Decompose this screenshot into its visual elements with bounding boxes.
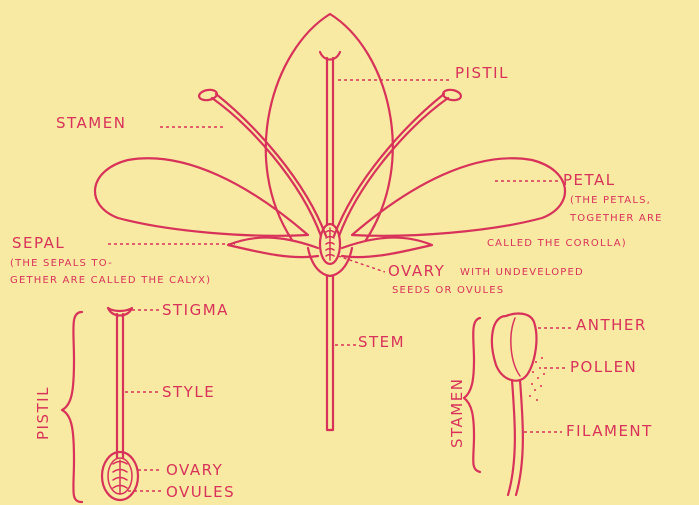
stamen-detail-filament	[508, 380, 523, 495]
label-stamen-side: STAMEN	[448, 378, 466, 448]
flower-style	[327, 58, 333, 224]
label-ovary-main: OVARY	[388, 262, 445, 280]
stamen-detail-brace	[464, 318, 480, 472]
stamen-detail-anther	[492, 314, 536, 381]
stamen-detail-anther-lobe	[511, 318, 520, 376]
right-petal	[352, 158, 565, 235]
flower-ovules	[326, 228, 334, 260]
label-ovary-main-2: SEEDS OR OVULES	[392, 285, 504, 296]
label-style: STYLE	[162, 383, 215, 401]
pistil-detail-stigma	[108, 308, 132, 316]
label-filament: FILAMENT	[566, 422, 653, 440]
left-sepal	[228, 238, 318, 258]
label-sepal-note-1: (THE SEPALS TO-	[10, 258, 113, 269]
label-petal-note-3: CALLED THE COROLLA)	[487, 238, 627, 249]
label-ovary: OVARY	[166, 461, 223, 479]
label-anther: ANTHER	[576, 316, 647, 334]
pistil-detail-style	[117, 314, 123, 458]
label-stem: STEM	[358, 333, 405, 351]
label-ovary-main-rest: WITH UNDEVELOPED	[460, 267, 584, 278]
label-stigma: STIGMA	[162, 301, 229, 319]
left-petal	[95, 158, 308, 235]
pistil-detail-ovules	[113, 460, 127, 494]
stem	[327, 276, 333, 430]
flower-stigma	[320, 52, 340, 60]
label-petal-note-2: TOGETHER ARE	[569, 213, 663, 224]
label-petal: PETAL	[563, 171, 616, 189]
label-sepal: SEPAL	[12, 234, 65, 252]
label-ovules: OVULES	[166, 483, 235, 501]
pollen-grains	[529, 357, 545, 401]
pistil-detail-brace	[62, 312, 82, 502]
label-sepal-note-2: GETHER ARE CALLED THE CALYX)	[10, 275, 211, 286]
label-petal-note-1: (THE PETALS,	[570, 195, 651, 206]
label-pollen: POLLEN	[570, 358, 637, 376]
label-pistil: PISTIL	[455, 64, 509, 82]
label-pistil-side: PISTIL	[34, 386, 52, 440]
back-petal	[266, 14, 393, 240]
label-stamen: STAMEN	[56, 114, 126, 132]
right-sepal	[342, 238, 432, 258]
